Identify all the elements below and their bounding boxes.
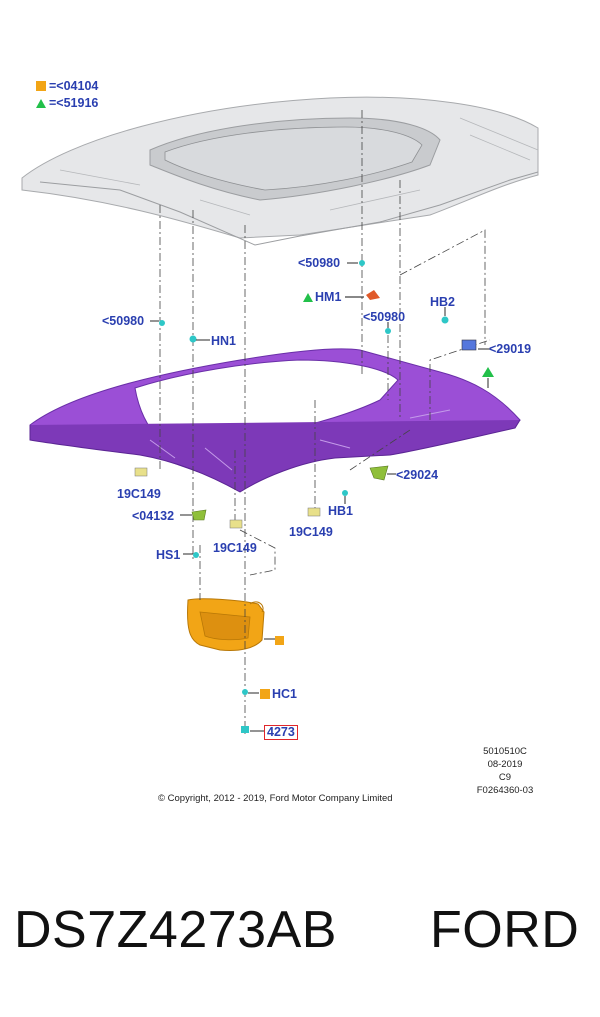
leader-lines bbox=[159, 110, 491, 735]
callout-hc1-label: HC1 bbox=[272, 687, 298, 701]
legend-item-triangle: =<51916 bbox=[36, 96, 98, 110]
callout-19c149-mid: 19C149 bbox=[213, 541, 257, 555]
callout-19c149-left: 19C149 bbox=[117, 487, 161, 501]
legend-label: =<04104 bbox=[49, 79, 99, 93]
brand-name: FORD bbox=[430, 901, 580, 959]
clips bbox=[134, 260, 494, 733]
callout-hm1: HM1 bbox=[303, 290, 341, 304]
copyright-notice: © Copyright, 2012 - 2019, Ford Motor Com… bbox=[158, 793, 393, 804]
callout-29019: <29019 bbox=[489, 342, 532, 356]
square-marker-icon bbox=[36, 81, 46, 91]
pointers bbox=[150, 262, 490, 732]
parts-diagram bbox=[21, 96, 539, 735]
callout-hn1: HN1 bbox=[211, 334, 237, 348]
drawing-code: 5010510C bbox=[483, 746, 527, 757]
callout-50980-left: <50980 bbox=[102, 314, 145, 328]
headliner bbox=[29, 348, 521, 493]
callout-hb1: HB1 bbox=[328, 504, 354, 518]
callout-hm1-label: HM1 bbox=[315, 290, 342, 304]
callout-50980-top: <50980 bbox=[298, 256, 341, 270]
callout-29024: <29024 bbox=[396, 468, 439, 482]
triangle-marker-icon bbox=[36, 98, 46, 108]
sun-visor bbox=[187, 598, 265, 651]
figure-number: F0264360-03 bbox=[476, 785, 534, 796]
drawing-revision: C9 bbox=[498, 772, 512, 783]
legend-item-square: =<04104 bbox=[36, 79, 98, 93]
triangle-marker-icon bbox=[303, 292, 313, 302]
legend-label: =<51916 bbox=[49, 96, 99, 110]
roof-panel bbox=[21, 96, 539, 246]
callout-hs1: HS1 bbox=[156, 548, 181, 562]
part-number: DS7Z4273AB bbox=[14, 901, 337, 959]
callout-50980-right: <50980 bbox=[363, 310, 406, 324]
callout-hc1: HC1 bbox=[260, 687, 297, 701]
drawing-date: 08-2019 bbox=[487, 759, 523, 770]
drawing-metadata: 5010510C 08-2019 C9 F0264360-03 bbox=[470, 745, 540, 797]
callout-hb2: HB2 bbox=[430, 295, 456, 309]
square-marker-icon bbox=[260, 689, 270, 699]
callout-4273-highlighted[interactable]: 4273 bbox=[264, 725, 298, 740]
callout-19c149-right: 19C149 bbox=[289, 525, 333, 539]
callout-04132: <04132 bbox=[132, 509, 175, 523]
